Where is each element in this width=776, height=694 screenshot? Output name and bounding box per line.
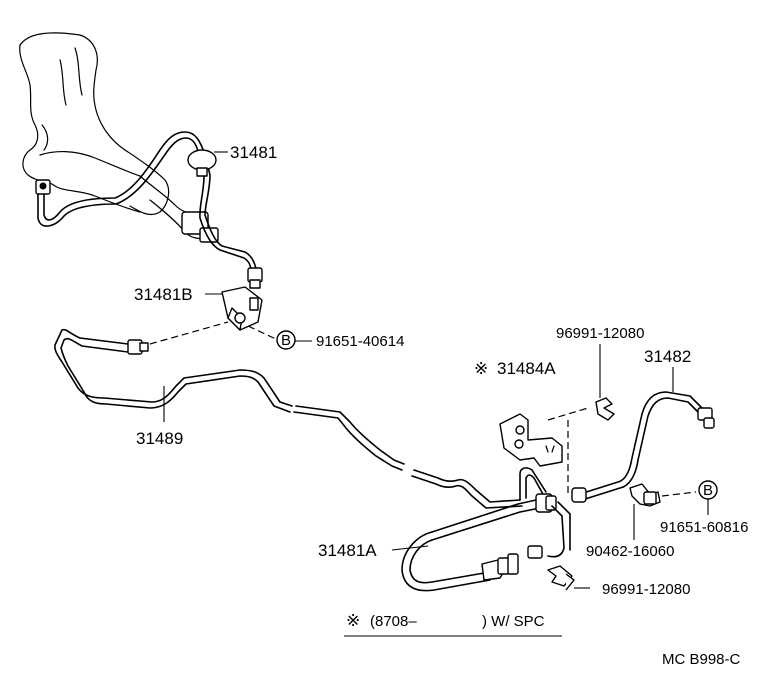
note-text-left: (8708– xyxy=(370,613,417,630)
brake-hose-31481a xyxy=(401,467,571,592)
label-31484a: 31484A xyxy=(497,359,556,378)
mount-dash-2 xyxy=(247,325,279,341)
label-31481a: 31481A xyxy=(318,541,377,560)
label-31482: 31482 xyxy=(644,347,691,366)
label-31484a-mark: ※ xyxy=(474,359,488,378)
label-96991-12080-bottom: 96991-12080 xyxy=(602,581,690,598)
bolt-b-60816: B xyxy=(698,480,718,500)
label-91651-40614: 91651-40614 xyxy=(316,333,404,350)
note-text-right: ) W/ SPC xyxy=(482,613,545,630)
leader-lines xyxy=(163,151,709,637)
label-31481b: 31481B xyxy=(134,285,193,304)
clip-96991-12080-bottom xyxy=(547,565,575,591)
mount-dash-5 xyxy=(661,491,697,497)
union-90462-16060 xyxy=(629,483,661,507)
clip-96991-12080-top xyxy=(595,397,615,421)
bolt-letter-b: B xyxy=(281,332,291,349)
bolt-b-40614: B xyxy=(276,330,296,350)
bracket-31481b xyxy=(221,286,263,331)
mount-dash-3 xyxy=(547,407,589,421)
brake-pipe-31481 xyxy=(35,131,263,289)
label-31489: 31489 xyxy=(136,429,183,448)
note-mark: ※ xyxy=(346,611,360,630)
label-31481: 31481 xyxy=(230,143,277,162)
label-91651-60816: 91651-60816 xyxy=(660,519,748,536)
diagram-code: MC B998-C xyxy=(662,651,741,668)
bolt-letter-b-2: B xyxy=(703,482,713,499)
bracket-31484a xyxy=(499,413,563,467)
label-90462-16060: 90462-16060 xyxy=(586,543,674,560)
mount-dash-1 xyxy=(149,321,229,345)
brake-pipe-31489 xyxy=(54,328,523,509)
brake-pipe-31482 xyxy=(571,391,715,503)
label-96991-12080-top: 96991-12080 xyxy=(556,325,644,342)
